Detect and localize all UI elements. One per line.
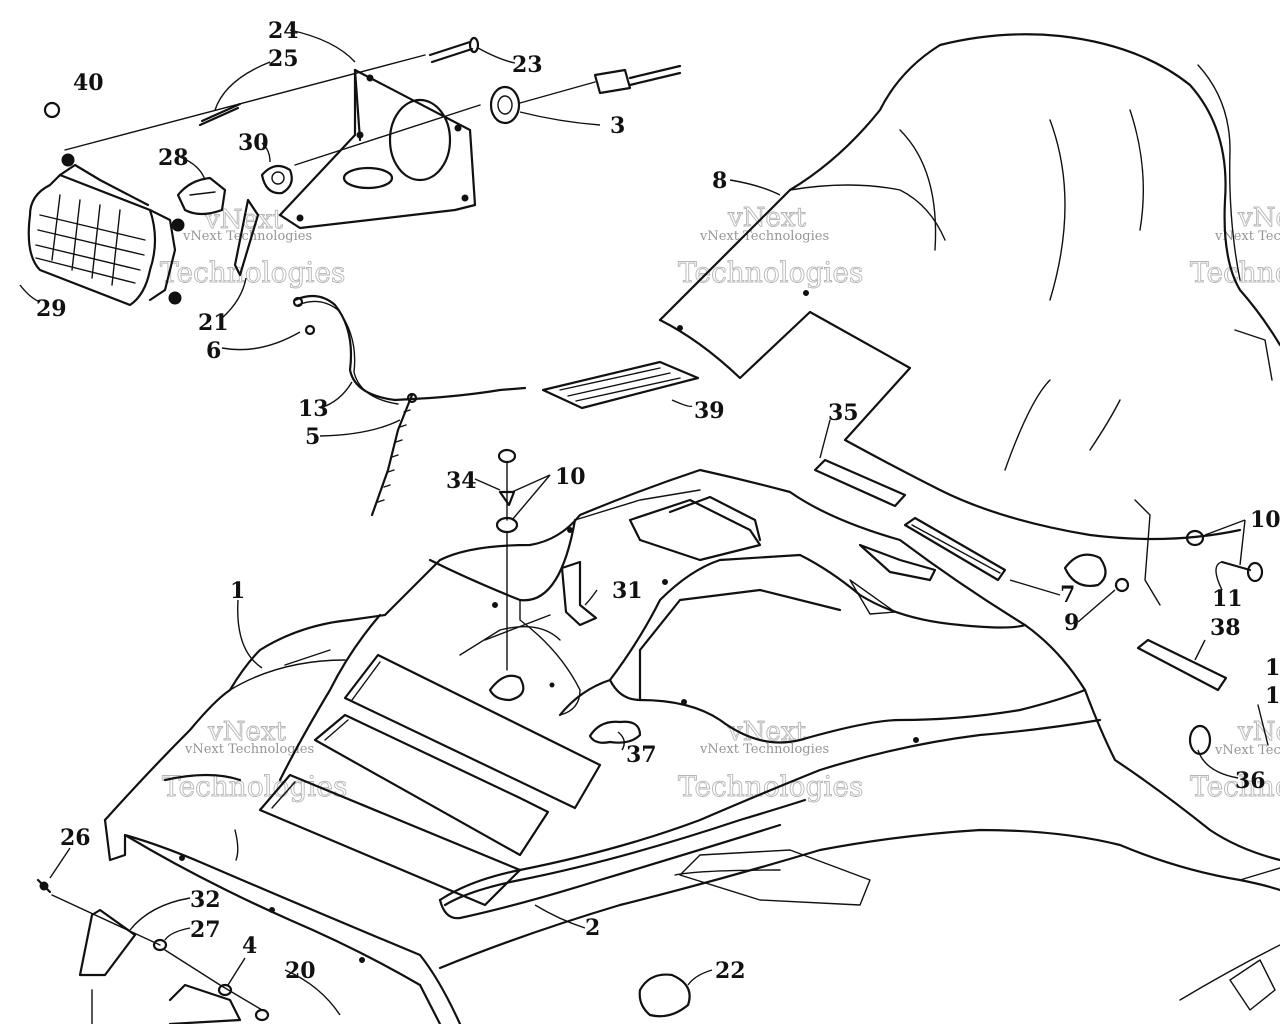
callout-35: 35 [828, 400, 859, 426]
callout-4: 4 [242, 933, 257, 959]
callout-14: 14 [1265, 683, 1280, 709]
hood-vents [258, 495, 937, 907]
callout-15: 15 [1265, 655, 1280, 681]
callout-27: 27 [190, 917, 221, 943]
watermark-bottom-right: vNext vNext Technologies Technologies [1190, 717, 1280, 804]
callout-39: 39 [694, 398, 725, 424]
callout-20: 20 [285, 958, 316, 984]
svg-text:vNext Technologies: vNext Technologies [1214, 743, 1280, 758]
small-parts [36, 448, 1269, 1026]
callout-2: 2 [585, 915, 600, 941]
hood-part [103, 290, 1280, 1026]
callout-25: 25 [268, 46, 299, 72]
svg-text:vNext: vNext [1237, 717, 1280, 747]
callout-8: 8 [712, 168, 727, 194]
callout-38: 38 [1210, 615, 1241, 641]
callout-30: 30 [238, 130, 269, 156]
watermark-top-right: vNext vNext Technologies Technologies [1190, 203, 1280, 290]
svg-text:vNext Technologies: vNext Technologies [699, 229, 829, 244]
callout-22: 22 [715, 958, 746, 984]
callout-29: 29 [36, 296, 67, 322]
callout-37: 37 [626, 742, 657, 768]
svg-text:vNext: vNext [727, 203, 806, 233]
svg-text:Technologies: Technologies [160, 256, 345, 289]
callout-23: 23 [512, 52, 543, 78]
callout-9: 9 [1064, 610, 1079, 636]
callout-34: 34 [446, 468, 477, 494]
svg-text:Technologies: Technologies [1190, 256, 1280, 289]
callout-7: 7 [1060, 582, 1075, 608]
callout-13: 13 [298, 396, 329, 422]
svg-text:Technologies: Technologies [678, 256, 863, 289]
watermark-top-left: vNext vNext Technologies Technologies [160, 205, 346, 290]
callout-labels: 40 24 25 23 3 28 30 29 21 6 13 5 39 8 35… [36, 18, 1280, 984]
callout-21: 21 [198, 310, 229, 336]
callout-40: 40 [73, 70, 104, 96]
callout-3: 3 [610, 113, 625, 139]
watermark-top-center: vNext vNext Technologies Technologies [678, 203, 864, 290]
headlight-assembly [27, 36, 700, 517]
callout-10-top: 10 [555, 464, 586, 490]
callout-26: 26 [60, 825, 91, 851]
leader-lines [19, 29, 1246, 1016]
svg-text:Technologies: Technologies [1190, 770, 1280, 803]
callout-36: 36 [1235, 768, 1266, 794]
svg-text:Technologies: Technologies [678, 770, 863, 803]
callout-6: 6 [206, 338, 221, 364]
watermark-bottom-left: vNext vNext Technologies Technologies [162, 717, 348, 804]
hood-trim-part [443, 798, 807, 907]
callout-32: 32 [190, 887, 221, 913]
callout-1: 1 [230, 578, 245, 604]
callout-5: 5 [305, 424, 320, 450]
svg-text:vNext Technologies: vNext Technologies [699, 742, 829, 757]
callout-28: 28 [158, 145, 189, 171]
callout-31: 31 [612, 578, 643, 604]
svg-text:vNext: vNext [207, 717, 286, 747]
callout-24: 24 [268, 18, 299, 44]
callout-11: 11 [1212, 586, 1243, 612]
svg-text:vNext: vNext [1237, 203, 1280, 233]
windshield-part [658, 33, 1280, 541]
svg-text:vNext Technologies: vNext Technologies [184, 742, 314, 757]
svg-text:vNext Technologies: vNext Technologies [182, 229, 312, 244]
svg-text:vNext Technologies: vNext Technologies [1214, 229, 1280, 244]
callout-10-right: 10 [1250, 507, 1280, 533]
